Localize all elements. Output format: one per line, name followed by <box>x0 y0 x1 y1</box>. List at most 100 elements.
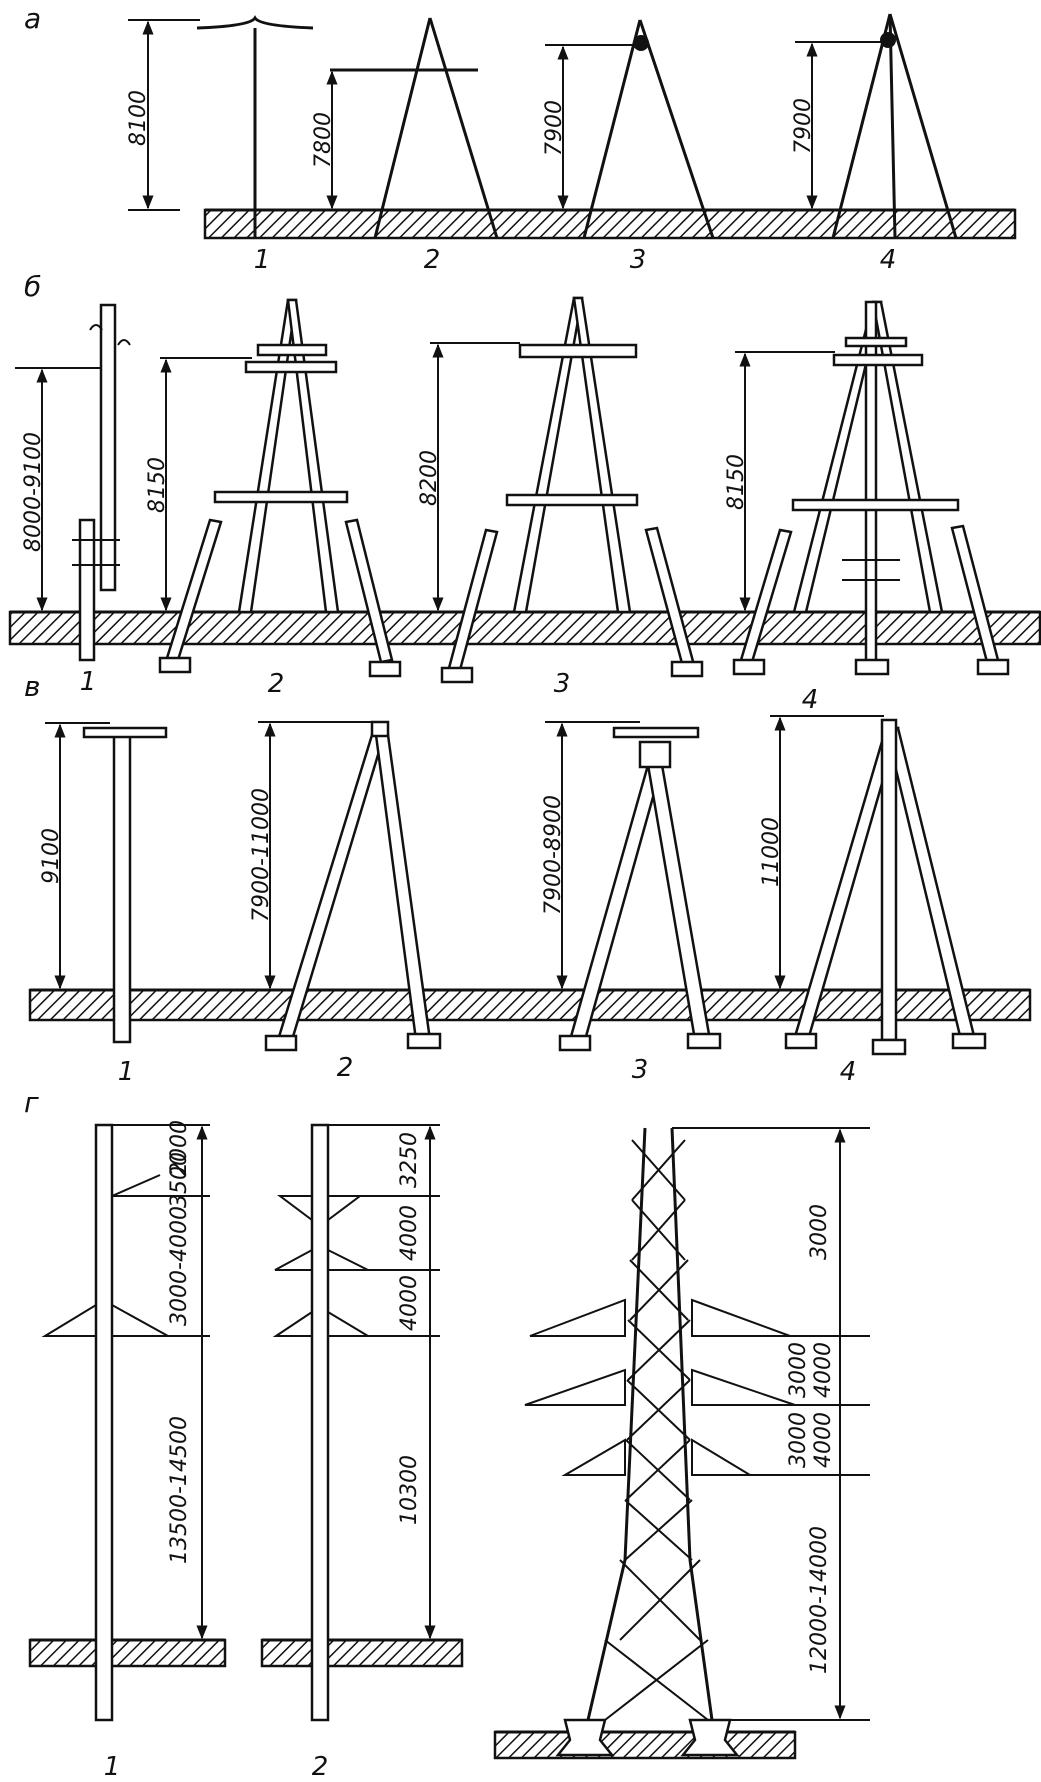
item-number: 3 <box>554 669 571 699</box>
sill <box>951 1032 987 1050</box>
dim-label: 9100 <box>39 828 64 884</box>
crossarm <box>832 353 924 367</box>
leg <box>888 13 958 239</box>
pole <box>94 1123 114 1722</box>
section-g: г 2000 3500 3000-4000 13500-14500 1 <box>24 1086 870 1782</box>
ground-a <box>203 208 1017 240</box>
leg <box>572 296 632 614</box>
hooks <box>89 324 131 346</box>
crossarm <box>213 490 349 504</box>
cap <box>370 720 390 738</box>
crossarm <box>82 726 168 739</box>
support-v2: 7900-11000 2 <box>249 720 442 1083</box>
stub <box>344 518 394 664</box>
dim-label: 8150 <box>145 457 170 513</box>
dim-label: 8200 <box>417 450 442 506</box>
sill <box>976 658 1010 676</box>
dim-label: 8000-9100 <box>21 432 46 552</box>
support-b3: 8200 3 <box>417 296 704 699</box>
crossarm <box>524 1368 796 1406</box>
item-number: 2 <box>312 1752 329 1782</box>
support-a4: 7900 4 <box>791 13 958 275</box>
sill <box>158 656 192 674</box>
section-a: а 8100 1 7800 2 790 <box>24 2 1017 275</box>
dim-label: 7900 <box>791 98 816 154</box>
ground-v <box>28 988 1032 1022</box>
support-b2: 8150 2 <box>145 298 402 699</box>
ground-g3 <box>493 1730 797 1760</box>
leg <box>373 17 432 239</box>
section-v: в 9100 1 7900-11000 2 <box>24 670 1032 1087</box>
footing <box>555 1718 615 1757</box>
sill <box>264 1034 298 1052</box>
dim-label: 3500 <box>167 1152 192 1208</box>
leg <box>428 17 499 239</box>
item-number: 2 <box>268 669 285 699</box>
crossarm <box>272 1310 372 1337</box>
crossarm <box>529 1298 791 1337</box>
item-number: 4 <box>880 245 897 275</box>
dim-label: 3250 <box>397 1132 422 1188</box>
item-number: 1 <box>254 245 271 275</box>
support-g1: 2000 3500 3000-4000 13500-14500 1 <box>41 1120 210 1782</box>
lattice-bracing <box>604 1139 709 1721</box>
dim-label: 7900-11000 <box>249 788 274 922</box>
head <box>638 740 672 769</box>
tower-legs <box>586 1127 714 1721</box>
insulator <box>633 35 649 51</box>
dim-label: 3000-4000 <box>167 1206 192 1326</box>
crossarm <box>277 1195 363 1222</box>
dim-label: 7900-8900 <box>541 795 566 915</box>
item-number: 4 <box>840 1057 857 1087</box>
sill <box>558 1034 592 1052</box>
crossarm <box>518 343 638 359</box>
support-b4: 8150 4 <box>724 300 1010 715</box>
dim-label: 7900 <box>542 100 567 156</box>
leg <box>286 298 340 614</box>
dim-label: 3000 <box>786 1412 811 1468</box>
crossarm <box>196 15 314 30</box>
crossarm <box>791 498 960 512</box>
section-g-letter: г <box>24 1086 39 1119</box>
dim-label: 2000 <box>167 1120 192 1176</box>
crossarm <box>274 1248 369 1271</box>
leg-center <box>880 718 898 1042</box>
item-number: 3 <box>632 1055 649 1085</box>
section-b: б 8000-9100 1 8150 <box>8 270 1041 715</box>
stub <box>78 518 96 662</box>
insulator <box>880 32 896 48</box>
crossarm <box>111 1174 161 1197</box>
dim-label: 11000 <box>759 817 784 887</box>
item-number: 1 <box>104 1752 121 1782</box>
sill <box>871 1038 907 1056</box>
leg <box>638 19 715 239</box>
stub <box>447 528 499 672</box>
stub <box>644 526 696 669</box>
dim-label: 8150 <box>724 454 749 510</box>
sill <box>784 1032 818 1050</box>
item-number: 4 <box>802 685 819 715</box>
dim-label: 7800 <box>311 112 336 168</box>
crossarm <box>612 726 700 739</box>
dim-label: 8100 <box>126 90 151 146</box>
dim-label: 4000 <box>811 1412 836 1468</box>
leg <box>831 13 892 239</box>
crossarm <box>561 1438 754 1476</box>
dim-label: 10300 <box>397 1455 422 1525</box>
section-v-letter: в <box>24 670 41 703</box>
sill <box>368 660 402 678</box>
crossarm <box>505 493 639 507</box>
sill <box>732 658 766 676</box>
support-g2: 3250 4000 4000 10300 2 <box>272 1123 440 1782</box>
support-v1: 9100 1 <box>39 722 168 1087</box>
dim-label: 4000 <box>811 1342 836 1398</box>
support-v4: 11000 4 <box>759 715 987 1087</box>
ground-g2 <box>260 1638 464 1668</box>
section-b-letter: б <box>24 270 41 303</box>
sill <box>686 1032 722 1050</box>
sill <box>854 658 890 676</box>
support-a1: 8100 1 <box>126 15 314 275</box>
dim-label: 3000 <box>807 1204 832 1260</box>
pole <box>310 1123 330 1722</box>
